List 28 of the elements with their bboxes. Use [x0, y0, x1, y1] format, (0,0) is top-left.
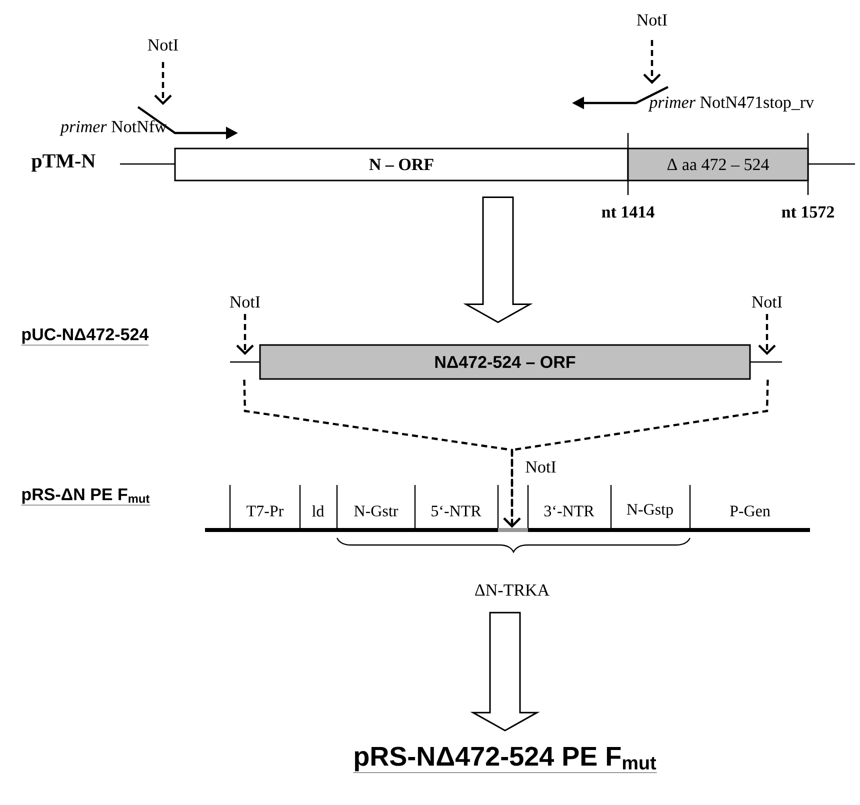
- insertion-site: [498, 528, 528, 532]
- enzyme-label: NotI: [526, 461, 556, 473]
- enzyme-label: NotI: [636, 14, 667, 26]
- insertion-arrow: [503, 380, 769, 528]
- block-arrow: [470, 612, 540, 732]
- segment-label: P-Gen: [730, 506, 770, 516]
- sequence-box: N – ORF: [174, 148, 629, 182]
- position-label: nt 1572: [782, 206, 834, 218]
- enzyme-label: NotI: [230, 296, 260, 308]
- construct-name: pRS-NΔ472-524 PE F$_{mut}$: [352, 746, 658, 773]
- plasmid-name: pUC-NΔ472-524: [21, 328, 149, 346]
- segment-label: 5‘-NTR: [432, 506, 482, 516]
- segment-label: N-Gstp: [626, 504, 673, 518]
- enzyme-label: NotI: [752, 296, 782, 308]
- enzyme-label: NotI: [148, 39, 178, 51]
- position-label: nt 1414: [602, 206, 654, 218]
- sequence-box: Δ aa 472 – 524: [627, 148, 809, 182]
- segment-label: 3‘-NTR: [544, 506, 594, 516]
- block-arrow: [463, 196, 533, 324]
- segment-label: ld: [312, 505, 324, 517]
- segment-label: N-Gstr: [354, 506, 398, 516]
- primer-label: primer NotN471stop_rv: [648, 96, 814, 112]
- sequence-box: NΔ472-524 – ORF: [259, 344, 751, 380]
- segment-label: T7-Pr: [246, 506, 284, 516]
- plasmid-name: pTM-N: [31, 154, 96, 172]
- brace-label: ΔN-TRKA: [475, 584, 550, 596]
- plasmid-name: pRS-ΔN PE F$_{mut}$: [21, 488, 150, 506]
- primer-label: primer NotNfw: [60, 120, 167, 136]
